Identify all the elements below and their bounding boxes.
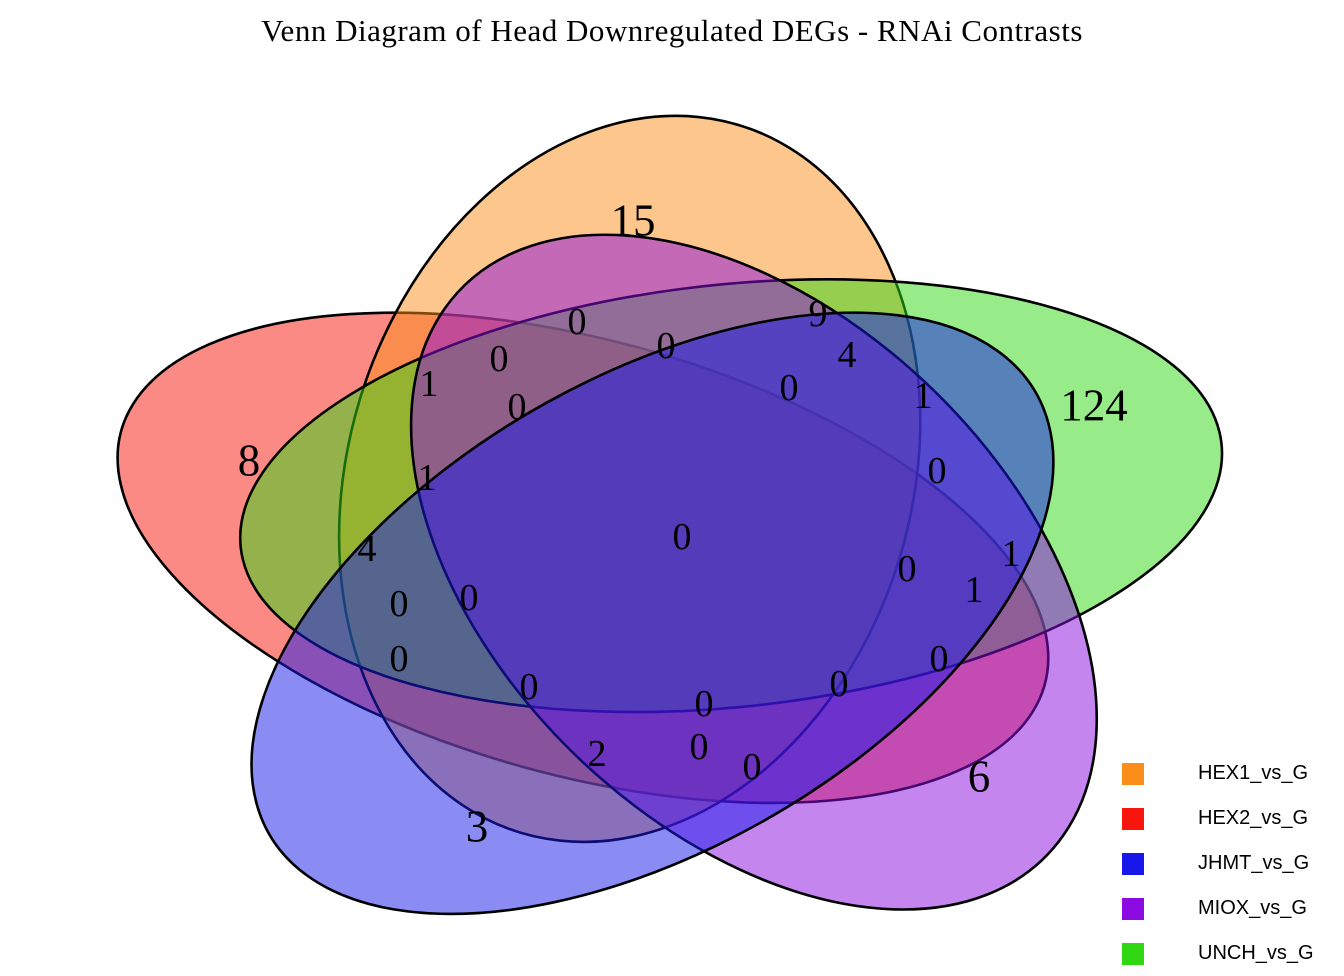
legend-color-swatch — [1122, 897, 1144, 920]
venn-ellipse-group — [13, 88, 1269, 960]
venn-count-label: 4 — [837, 334, 857, 376]
legend-item-label: HEX1_vs_G — [1198, 762, 1309, 784]
venn-count-label: 0 — [489, 338, 509, 380]
legend-item: JHMT_vs_G — [1122, 841, 1314, 886]
legend-color-swatch — [1122, 852, 1144, 875]
venn-count-label: 0 — [672, 516, 692, 558]
venn-count-label: 3 — [465, 801, 489, 852]
legend: HEX1_vs_G HEX2_vs_G JHMT_vs_G MIOX_vs_G UNCH… — [1122, 751, 1314, 976]
legend-color-swatch — [1122, 762, 1144, 785]
legend-item-label: MIOX_vs_G — [1198, 897, 1307, 919]
venn-count-label: 0 — [689, 726, 709, 768]
venn-count-label: 0 — [656, 325, 676, 367]
venn-count-label: 1 — [964, 569, 984, 611]
venn-count-label: 0 — [459, 577, 479, 619]
venn-count-label: 6 — [967, 751, 991, 802]
venn-count-label: 9 — [808, 293, 828, 335]
venn-count-label: 8 — [237, 435, 261, 486]
venn-count-label: 0 — [929, 638, 949, 680]
legend-color-swatch — [1122, 807, 1144, 830]
figure-title: Venn Diagram of Head Downregulated DEGs … — [261, 13, 1083, 48]
venn-count-label: 0 — [389, 583, 409, 625]
venn-count-label: 1 — [913, 375, 933, 417]
legend-item-label: HEX2_vs_G — [1198, 807, 1309, 829]
venn-count-label: 0 — [829, 663, 849, 705]
venn-count-label: 0 — [927, 450, 947, 492]
legend-item: HEX2_vs_G — [1122, 796, 1314, 841]
legend-color-swatch — [1122, 942, 1144, 965]
venn-count-label: 124 — [1060, 380, 1128, 431]
venn-count-label: 0 — [897, 548, 917, 590]
venn-count-label: 0 — [519, 666, 539, 708]
venn-count-label: 0 — [694, 683, 714, 725]
venn-count-label: 4 — [357, 528, 377, 570]
venn-count-label: 0 — [779, 367, 799, 409]
legend-item: UNCH_vs_G — [1122, 931, 1314, 976]
venn-ellipse-jhmt-blue — [103, 205, 1202, 960]
venn-count-label: 1 — [419, 363, 439, 405]
venn-count-label: 0 — [389, 638, 409, 680]
legend-item-label: JHMT_vs_G — [1198, 852, 1310, 874]
legend-item-label: UNCH_vs_G — [1198, 942, 1314, 964]
venn-count-label: 0 — [507, 386, 527, 428]
legend-item: HEX1_vs_G — [1122, 751, 1314, 796]
venn-count-label: 0 — [742, 746, 762, 788]
legend-item: MIOX_vs_G — [1122, 886, 1314, 931]
venn-count-label: 0 — [567, 301, 587, 343]
venn-count-label: 2 — [587, 733, 607, 775]
venn-count-label: 1 — [417, 457, 437, 499]
venn-count-label: 15 — [610, 195, 656, 246]
venn-count-label: 1 — [1001, 533, 1021, 575]
